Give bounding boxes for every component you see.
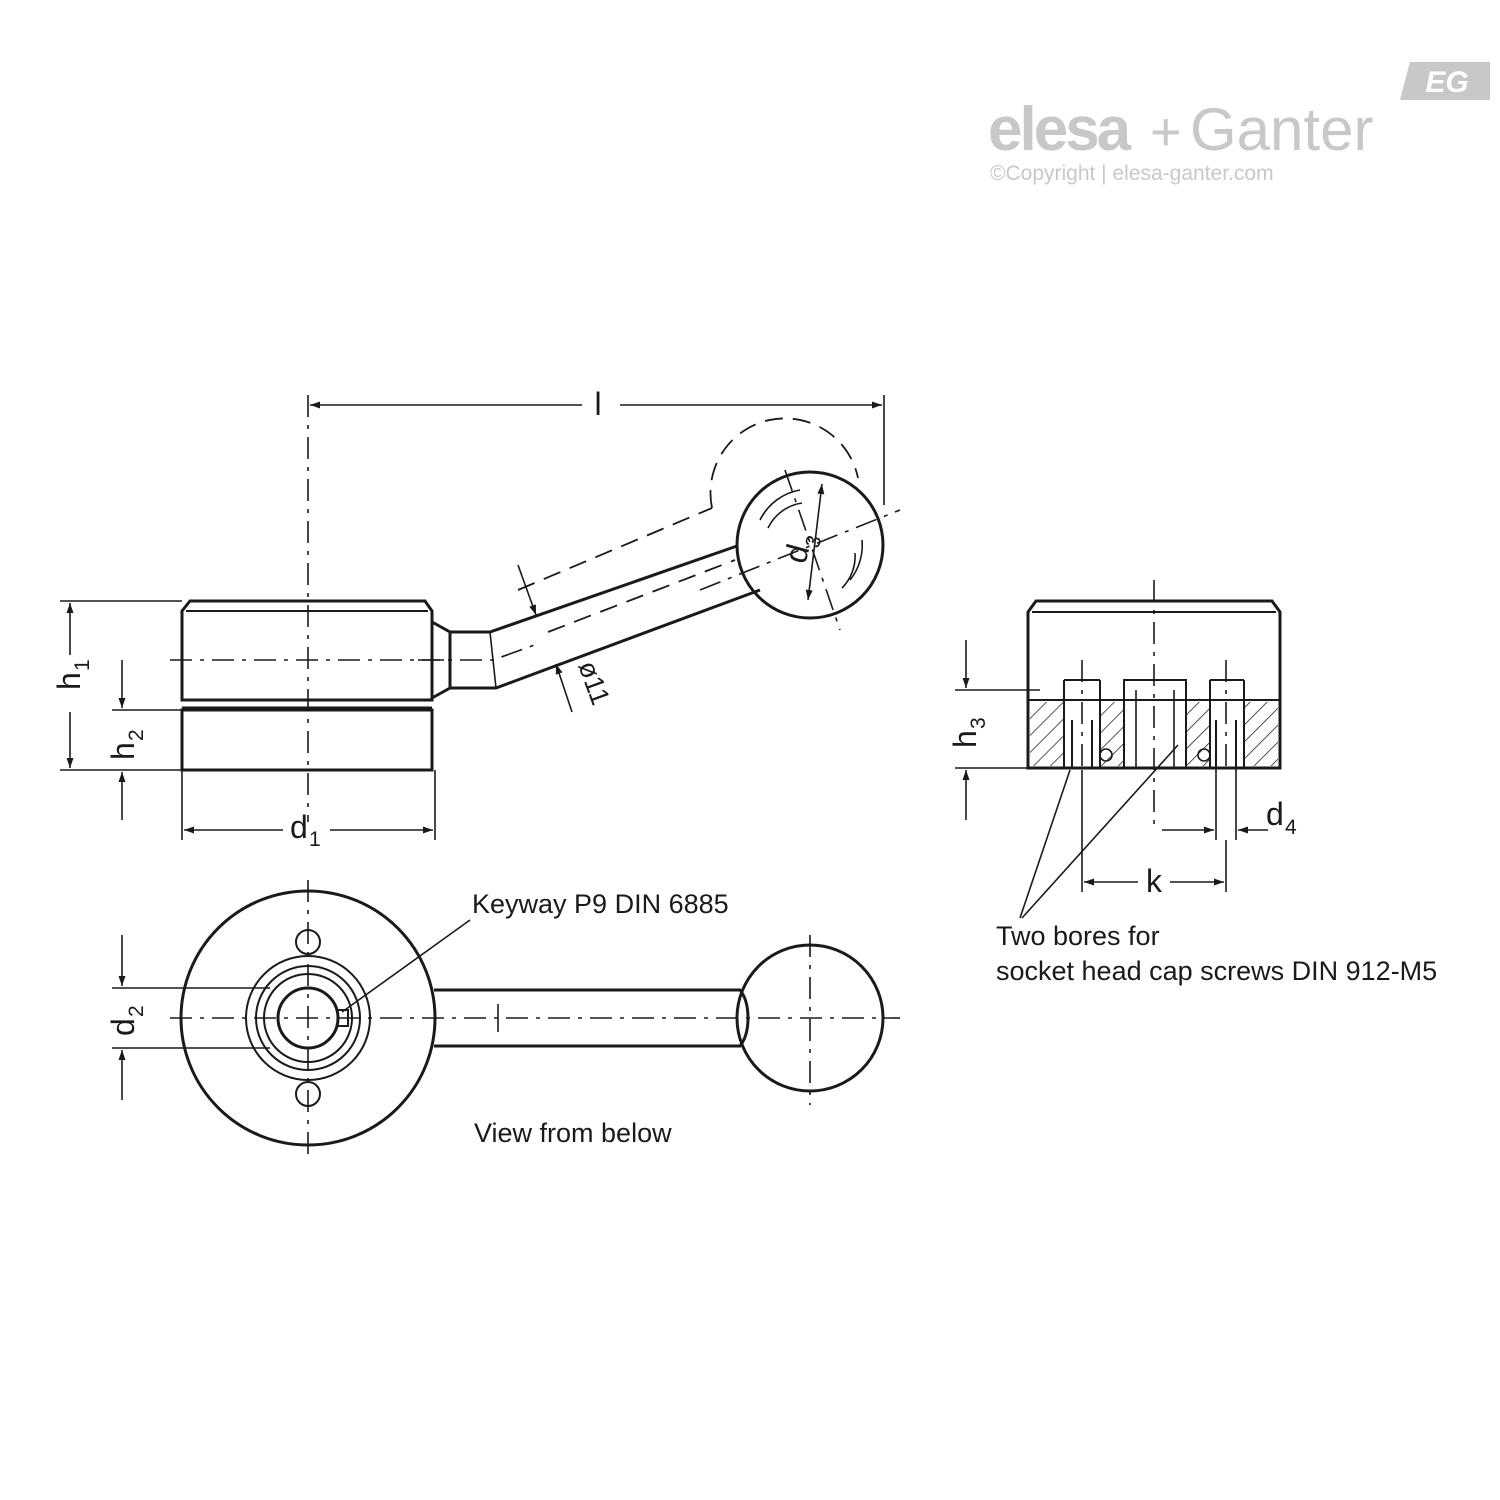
crank-arm-centerline [418,642,541,661]
ball-axis-1 [699,509,901,591]
dim-d4-subscript: 4 [1285,816,1297,839]
keyway-leader [341,919,471,1013]
dimension-l: l [310,386,885,505]
dimension-dia11: ø11 [517,564,616,713]
phantom-arm-center [547,559,736,633]
dimension-h1: h 1 [51,600,182,771]
bore-right [1215,720,1237,768]
phantom-ball [709,417,859,509]
bores-leader-1 [1019,769,1071,919]
dimension-d3: d 3 [777,483,826,601]
logo-badge-shape [1400,62,1490,100]
dimension-h2: h 2 [105,660,182,820]
ball-knob [735,470,885,620]
dimension-k: k [1081,770,1227,899]
dim-h3-label: h [947,730,983,748]
dim-h3-subscript: 3 [967,717,990,729]
dim-d1-label: d [290,809,308,845]
dim-h1-subscript: 1 [71,659,94,671]
dim-dia11-arrow-bottom [555,663,573,713]
logo-badge: EG [1400,62,1490,100]
front-view [170,395,901,822]
dim-dia11-arrow-top [517,564,537,616]
section-hatch-right [1244,702,1278,766]
dimension-d1: d 1 [181,770,436,851]
ball-highlight-4 [841,552,856,589]
dim-k-label: k [1146,863,1163,899]
dim-d2-label: d [105,1018,141,1036]
dim-d2-subscript: 2 [125,1005,148,1017]
phantom-arm-lower [517,507,713,591]
ball-highlight-1 [759,489,801,521]
section-hatch-left [1030,702,1064,766]
bores-leader [1019,744,1179,919]
hub-upper-body [180,599,434,702]
brand-logo: EG elesa + Ganter ©Copyright | elesa-gan… [988,62,1490,185]
oring-left [1099,748,1113,762]
bore-left [1071,720,1093,768]
logo-brand-ganter: Ganter [1190,96,1373,163]
crank-arm-upper-edge [450,544,738,634]
bores-label-line2: socket head cap screws DIN 912-M5 [996,956,1437,986]
logo-brand-elesa: elesa [988,95,1132,164]
section-view [1026,580,1282,830]
hub-lower-body [180,708,434,772]
dim-h1-label: h [51,672,87,690]
view-from-below-label: View from below [474,1118,672,1148]
dim-dia11-label: ø11 [572,657,615,709]
dimension-h3: h 3 [947,640,1040,820]
dim-l-label: l [594,386,601,422]
dimension-d2: d 2 [105,935,270,1100]
dimension-d4: d 4 [1162,768,1297,840]
dim-d4-label: d [1266,796,1284,832]
bottom-view [170,880,900,1160]
logo-brand-plus: + [1150,102,1182,162]
bores-label-line1: Two bores for [996,921,1160,951]
section-body [1026,599,1282,770]
dim-d1-subscript: 1 [309,828,321,851]
dim-h2-subscript: 2 [125,729,148,741]
oring-right [1197,748,1211,762]
dim-d3-line [805,483,825,601]
dim-h2-label: h [105,742,141,760]
ball-highlight-2 [767,502,803,529]
central-bore [1123,679,1187,769]
logo-badge-text: EG [1425,66,1468,99]
keyway-label: Keyway P9 DIN 6885 [472,889,729,919]
logo-copyright: ©Copyright | elesa-ganter.com [990,162,1274,185]
ball-highlight-3 [849,539,864,581]
dim-d3-subscript: 3 [801,533,826,550]
bores-leader-2 [1021,744,1179,919]
